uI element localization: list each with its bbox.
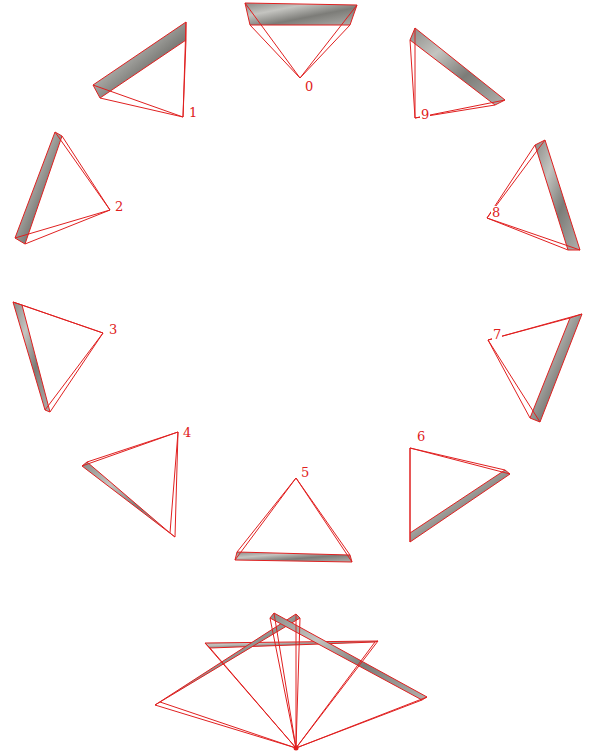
camera-number: 7 bbox=[492, 328, 502, 341]
image-plane bbox=[13, 302, 50, 412]
camera-number: 6 bbox=[416, 430, 426, 443]
camera-number: 1 bbox=[188, 106, 198, 119]
camera-number: 2 bbox=[114, 200, 124, 213]
image-plane bbox=[535, 140, 580, 250]
camera-number: 9 bbox=[420, 108, 430, 121]
camera-number: 5 bbox=[300, 466, 310, 479]
camera-center bbox=[294, 746, 299, 751]
image-plane bbox=[245, 3, 357, 25]
image-plane bbox=[410, 470, 510, 542]
image-plane bbox=[15, 132, 62, 244]
image-plane bbox=[235, 552, 352, 562]
image-plane bbox=[93, 22, 186, 98]
camera-number: 0 bbox=[304, 80, 314, 93]
camera-number: 4 bbox=[182, 426, 192, 439]
image-plane bbox=[410, 28, 505, 105]
image-plane bbox=[82, 462, 175, 537]
image-plane bbox=[270, 613, 427, 700]
image-plane bbox=[530, 314, 582, 422]
image-plane bbox=[205, 641, 378, 648]
camera-number: 3 bbox=[108, 323, 118, 336]
frustum-lines bbox=[13, 3, 582, 748]
camera-number: 8 bbox=[491, 206, 501, 219]
